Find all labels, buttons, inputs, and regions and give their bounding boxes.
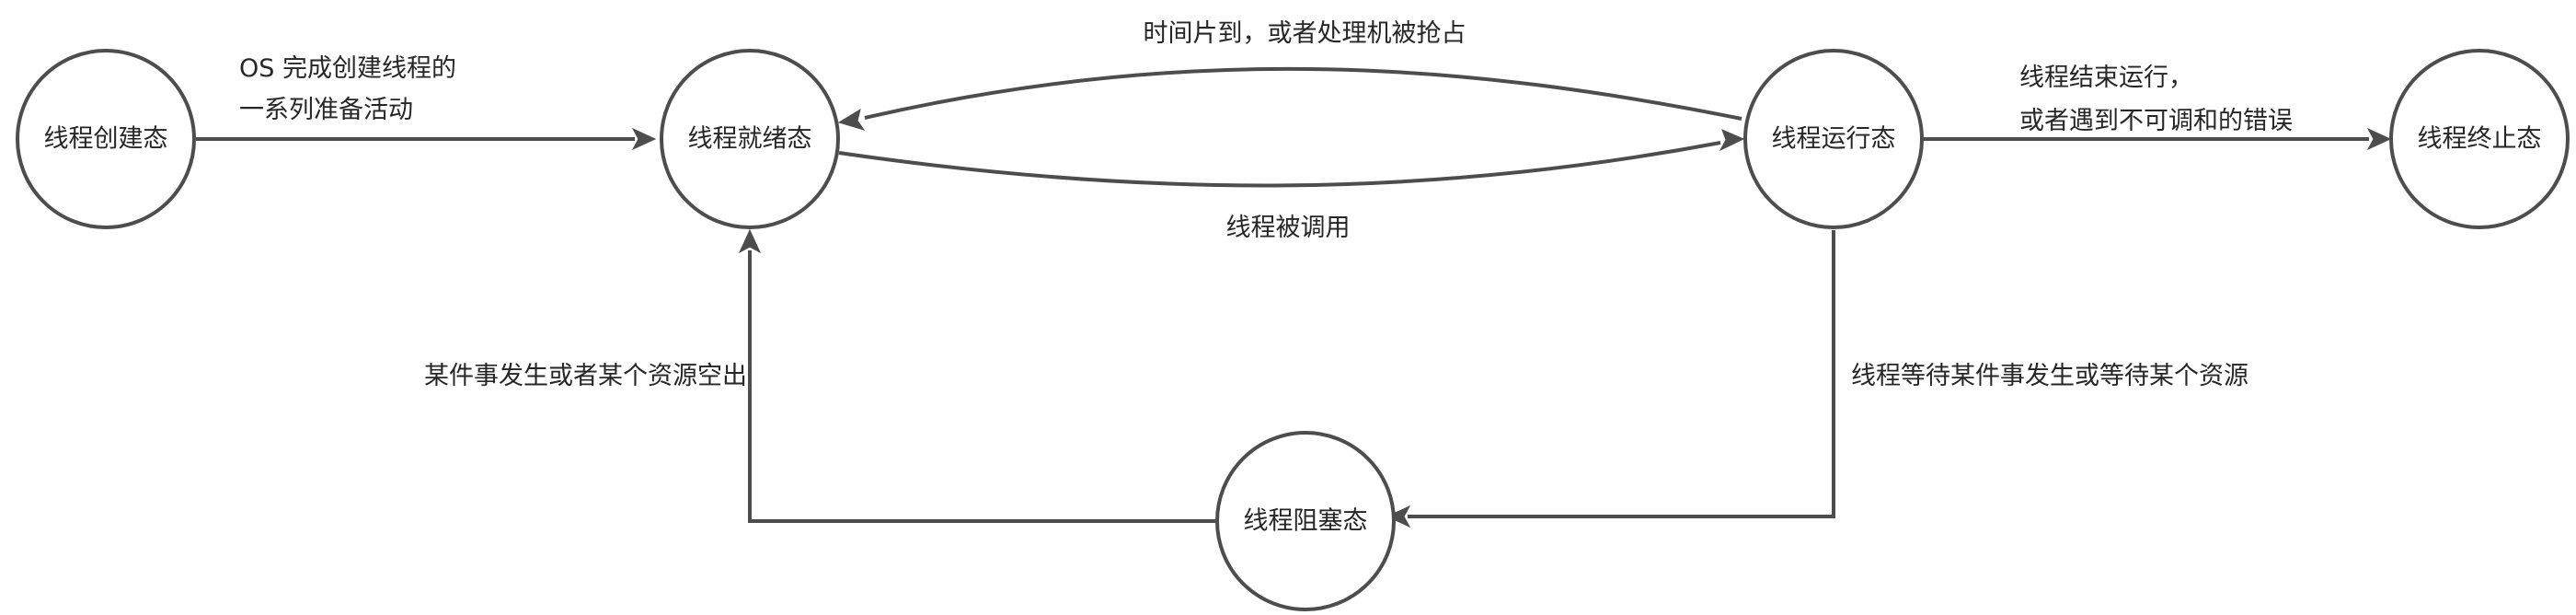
- edge-blocked-to-ready: [738, 228, 1215, 523]
- edge-label-running-to-ready: 时间片到，或者处理机被抢占: [1144, 19, 1466, 48]
- node-blocked: 线程阻塞态: [1215, 431, 1396, 611]
- arrowhead-icon: [738, 228, 762, 254]
- arrowhead-icon: [1386, 505, 1411, 528]
- edge-ready-to-running: [838, 129, 1745, 188]
- node-blocked-label: 线程阻塞态: [1244, 507, 1368, 536]
- arrowhead-icon: [2366, 127, 2392, 151]
- edge-running-to-blocked: [1386, 230, 1835, 528]
- edge-label-running-to-terminated-line1: 线程结束运行，: [2019, 64, 2193, 92]
- arrowhead-icon: [837, 108, 866, 131]
- node-running-label: 线程运行态: [1772, 125, 1896, 154]
- edge-running-to-ready: [837, 66, 1742, 131]
- node-created-label: 线程创建态: [44, 125, 168, 154]
- node-created: 线程创建态: [16, 49, 196, 229]
- edge-label-blocked-to-ready: 某件事发生或者某个资源空出: [424, 362, 747, 390]
- arrowhead-icon: [631, 127, 657, 151]
- arrowhead-icon: [1719, 129, 1745, 152]
- node-running: 线程运行态: [1743, 49, 1924, 229]
- edge-running-to-terminated: [1923, 127, 2392, 151]
- edge-label-running-to-terminated-line2: 或者遇到不可调和的错误: [2019, 107, 2293, 135]
- edge-label-running-to-blocked: 线程等待某件事发生或等待某个资源: [1851, 362, 2248, 390]
- edge-label-created-to-ready-line2: 一系列准备活动: [239, 96, 413, 124]
- edge-label-ready-to-running: 线程被调用: [1226, 214, 1351, 242]
- node-terminated: 线程终止态: [2389, 49, 2570, 229]
- node-terminated-label: 线程终止态: [2418, 125, 2542, 154]
- node-ready: 线程就绪态: [660, 49, 840, 229]
- node-ready-label: 线程就绪态: [688, 125, 812, 154]
- edge-created-to-ready: [196, 127, 657, 151]
- edge-label-created-to-ready-line1: OS 完成创建线程的: [239, 54, 456, 83]
